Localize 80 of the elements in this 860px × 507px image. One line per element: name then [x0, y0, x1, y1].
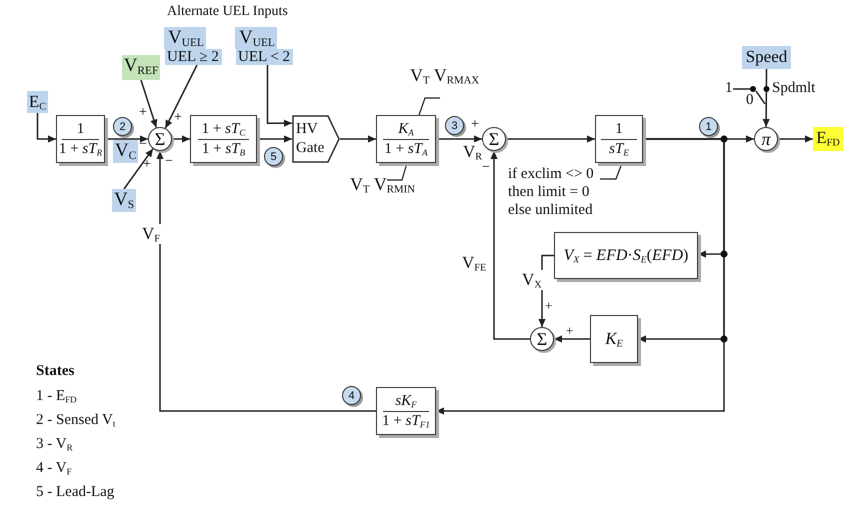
- text-label: 2 - Sensed V$_{t}$: [36, 412, 116, 430]
- text-label: V$_{T}$ V$_{RMIN}$: [350, 174, 415, 195]
- summing-junction: Σ: [482, 127, 506, 151]
- sign-label: +: [143, 157, 151, 174]
- signal-arrow: [538, 254, 554, 327]
- signal-arrow: [762, 69, 770, 127]
- denominator-text: 1 + sT$_{R}$: [58, 140, 102, 158]
- text-label: 4 - V$_{F}$: [36, 460, 72, 478]
- signal-arrow: [105, 135, 148, 143]
- signal-arrow: [340, 135, 376, 143]
- input-label: Speed: [742, 46, 791, 69]
- numerator-text: 1 + sT$_{C}$: [202, 120, 246, 138]
- text-label: V$_{T}$ V$_{RMAX}$: [410, 65, 480, 86]
- text-label: 1 - E$_{FD}$: [36, 388, 77, 406]
- numerator-text: K$_{A}$: [398, 120, 414, 138]
- input-label: E$_{C}$: [27, 91, 48, 113]
- signal-arrow: [36, 113, 56, 143]
- text-label: 0: [746, 92, 754, 110]
- summing-junction: Σ: [530, 327, 554, 351]
- signal-arrow: [778, 135, 813, 143]
- signal-label: V$_{R}$: [462, 142, 484, 162]
- signal-arrow: [554, 335, 590, 343]
- state-number: 1: [699, 117, 718, 136]
- state-number: 2: [113, 117, 132, 136]
- input-label: V$_{S}$: [112, 189, 136, 212]
- input-label: UEL < 2: [236, 49, 294, 65]
- gain-block: K$_{E}$: [590, 315, 638, 363]
- denominator-text: 1 + sT$_{B}$: [202, 140, 246, 158]
- input-label: V$_{REF}$: [122, 55, 160, 80]
- sign-label: −: [165, 154, 173, 170]
- signal-arrow: [506, 135, 595, 143]
- numerator-text: 1: [615, 120, 623, 138]
- signal-arrow: [123, 148, 154, 190]
- transfer-function-block: [376, 115, 436, 163]
- denominator-text: sT$_{E}$: [609, 140, 629, 158]
- numerator-text: 1: [76, 120, 84, 138]
- function-block: V$_{X}$ = EFD·S$_{E}$(EFD): [554, 232, 698, 279]
- signal-arrow: [436, 138, 725, 415]
- input-label: V$_{UEL}$: [164, 27, 206, 49]
- transfer-function-block: [56, 115, 105, 163]
- state-number: 3: [445, 116, 464, 135]
- sign-label: +: [174, 110, 182, 126]
- sign-label: +: [139, 105, 147, 122]
- denominator-text: 1 + sT$_{F1}$: [382, 412, 430, 430]
- sign-label: +: [545, 299, 552, 314]
- note-text: if exclim <> 0 then limit = 0 else unlimited: [508, 165, 595, 219]
- signal-arrow: [266, 65, 292, 127]
- numerator-text: sK$_{F}$: [395, 392, 417, 410]
- signal-arrow: [172, 135, 190, 143]
- sign-label: +: [566, 324, 574, 339]
- text-label: 3 - V$_{R}$: [36, 436, 73, 454]
- heading-text: States: [36, 363, 74, 380]
- text-label: 1: [725, 80, 732, 98]
- signal-arrow: [257, 135, 292, 143]
- output-label: E$_{FD}$: [813, 127, 843, 151]
- signal-arrow: [140, 80, 158, 128]
- sign-label: +: [471, 117, 479, 134]
- integrator-block: [595, 115, 643, 163]
- sign-label: −: [139, 137, 147, 154]
- summing-junction: Σ: [148, 127, 172, 151]
- multiplier-junction: π: [754, 127, 778, 151]
- signal-arrow: [156, 151, 376, 412]
- lead-lag-block: [190, 115, 257, 163]
- signal-arrow: [164, 64, 198, 129]
- signal-label: V$_{X}$: [521, 270, 543, 290]
- text-label: 5 - Lead-Lag: [36, 484, 114, 502]
- signal-arrow: [490, 151, 530, 340]
- signal-arrow: [436, 135, 482, 143]
- transfer-function-block: [376, 387, 436, 435]
- input-label: V$_{UEL}$: [235, 27, 277, 49]
- sign-label: −: [482, 160, 490, 176]
- gate-block: HV Gate: [292, 115, 340, 163]
- signal-label: V$_{C}$: [113, 140, 138, 163]
- state-number: 4: [342, 386, 361, 405]
- input-label: UEL ≥ 2: [165, 49, 222, 65]
- text-label: Spdmlt: [772, 80, 816, 98]
- text-label: Alternate UEL Inputs: [167, 4, 288, 20]
- denominator-text: 1 + sT$_{A}$: [384, 140, 428, 158]
- signal-label: V$_{F}$: [141, 224, 161, 244]
- state-number: 5: [264, 147, 283, 166]
